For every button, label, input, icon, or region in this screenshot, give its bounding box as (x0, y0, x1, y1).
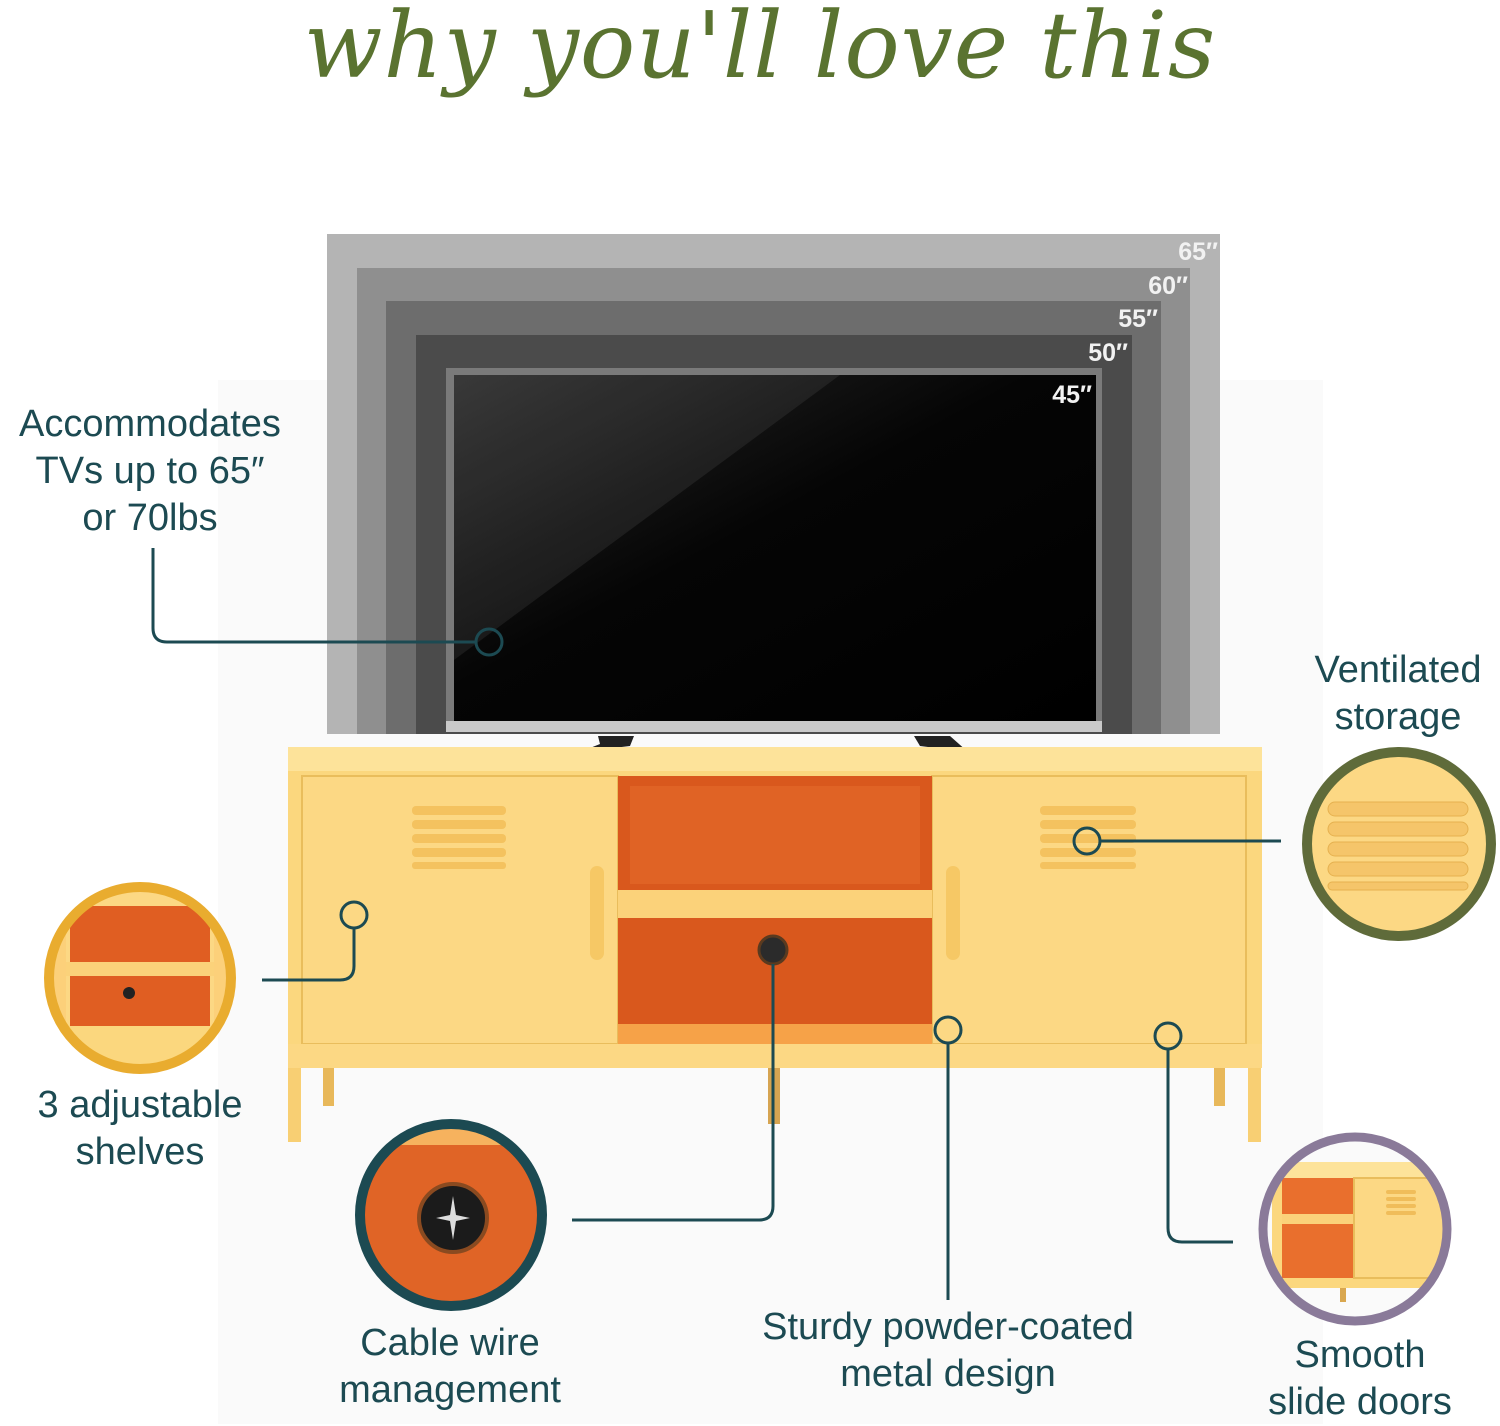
marker-doors (1153, 1021, 1183, 1051)
feature-metal: Sturdy powder-coated metal design (718, 1304, 1178, 1398)
cabinet-leg (288, 1068, 301, 1142)
feature-ventilated-line: Ventilated (1314, 649, 1482, 691)
right-door (931, 775, 1247, 1045)
feature-tv-capacity-line: Accommodates (19, 403, 281, 445)
callout-line-doors (1166, 1050, 1233, 1244)
marker-shelves (339, 900, 369, 930)
feature-shelves-line: 3 adjustable (37, 1084, 243, 1126)
feature-cable: Cable wire management (310, 1320, 590, 1414)
cabinet-top (288, 747, 1262, 771)
center-shelf (618, 890, 932, 918)
tv-size-label: 50″ (1088, 339, 1128, 367)
feature-metal-line: metal design (840, 1353, 1056, 1395)
television (446, 368, 1102, 752)
callout-line-shelves (262, 928, 356, 982)
feature-cable-line: Cable wire (360, 1322, 540, 1364)
cable-hole (757, 934, 789, 966)
zoom-shelves (44, 882, 236, 1074)
cabinet-leg (1214, 1068, 1225, 1106)
zoom-ring-vent (1302, 747, 1496, 941)
tv-size-label: 45″ (1052, 381, 1092, 409)
left-vent (412, 806, 506, 869)
callout-line-tv (151, 548, 475, 644)
callout-lines (151, 548, 1281, 1300)
marker-tv (474, 627, 504, 657)
zoom-ring-doors (1258, 1132, 1452, 1326)
feature-doors-line: slide doors (1268, 1381, 1452, 1423)
zoom-cable (355, 1119, 547, 1311)
feature-ventilated-line: storage (1334, 696, 1462, 738)
tv-stand-cabinet (288, 747, 1262, 1142)
right-door-handle (946, 866, 960, 960)
feature-doors-line: Smooth (1294, 1334, 1426, 1376)
feature-shelves-line: shelves (75, 1131, 205, 1173)
marker-vent (1072, 826, 1102, 856)
feature-cable-line: management (339, 1369, 561, 1411)
cabinet-leg (323, 1068, 334, 1106)
left-door (301, 775, 619, 1045)
feature-metal-line: Sturdy powder-coated (762, 1306, 1134, 1348)
tv-screen (454, 375, 1096, 721)
cabinet-base (288, 1044, 1262, 1068)
zoom-ring-shelves (44, 882, 236, 1074)
callout-line-cable (572, 964, 775, 1222)
marker-metal (933, 1015, 963, 1045)
tv-size-label: 65″ (1178, 238, 1218, 266)
callout-markers (339, 627, 1183, 1051)
feature-ventilated: Ventilated storage (1298, 647, 1498, 741)
tv-bottom-bar (446, 721, 1102, 732)
tv-size-label: 60″ (1148, 272, 1188, 300)
tv-size-label: 55″ (1118, 305, 1158, 333)
feature-doors: Smooth slide doors (1240, 1332, 1480, 1426)
zoom-doors (1258, 1132, 1452, 1326)
feature-tv-capacity-line: TVs up to 65″ (35, 450, 265, 492)
zoom-vent (1302, 747, 1496, 941)
cabinet-leg (1248, 1068, 1261, 1142)
zoom-ring-cable (355, 1119, 547, 1311)
feature-shelves: 3 adjustable shelves (20, 1082, 260, 1176)
feature-tv-capacity: Accommodates TVs up to 65″ or 70lbs (0, 401, 300, 542)
page-title: why you'll love this (303, 0, 1217, 99)
left-door-handle (590, 866, 604, 960)
feature-tv-capacity-line: or 70lbs (82, 497, 218, 539)
